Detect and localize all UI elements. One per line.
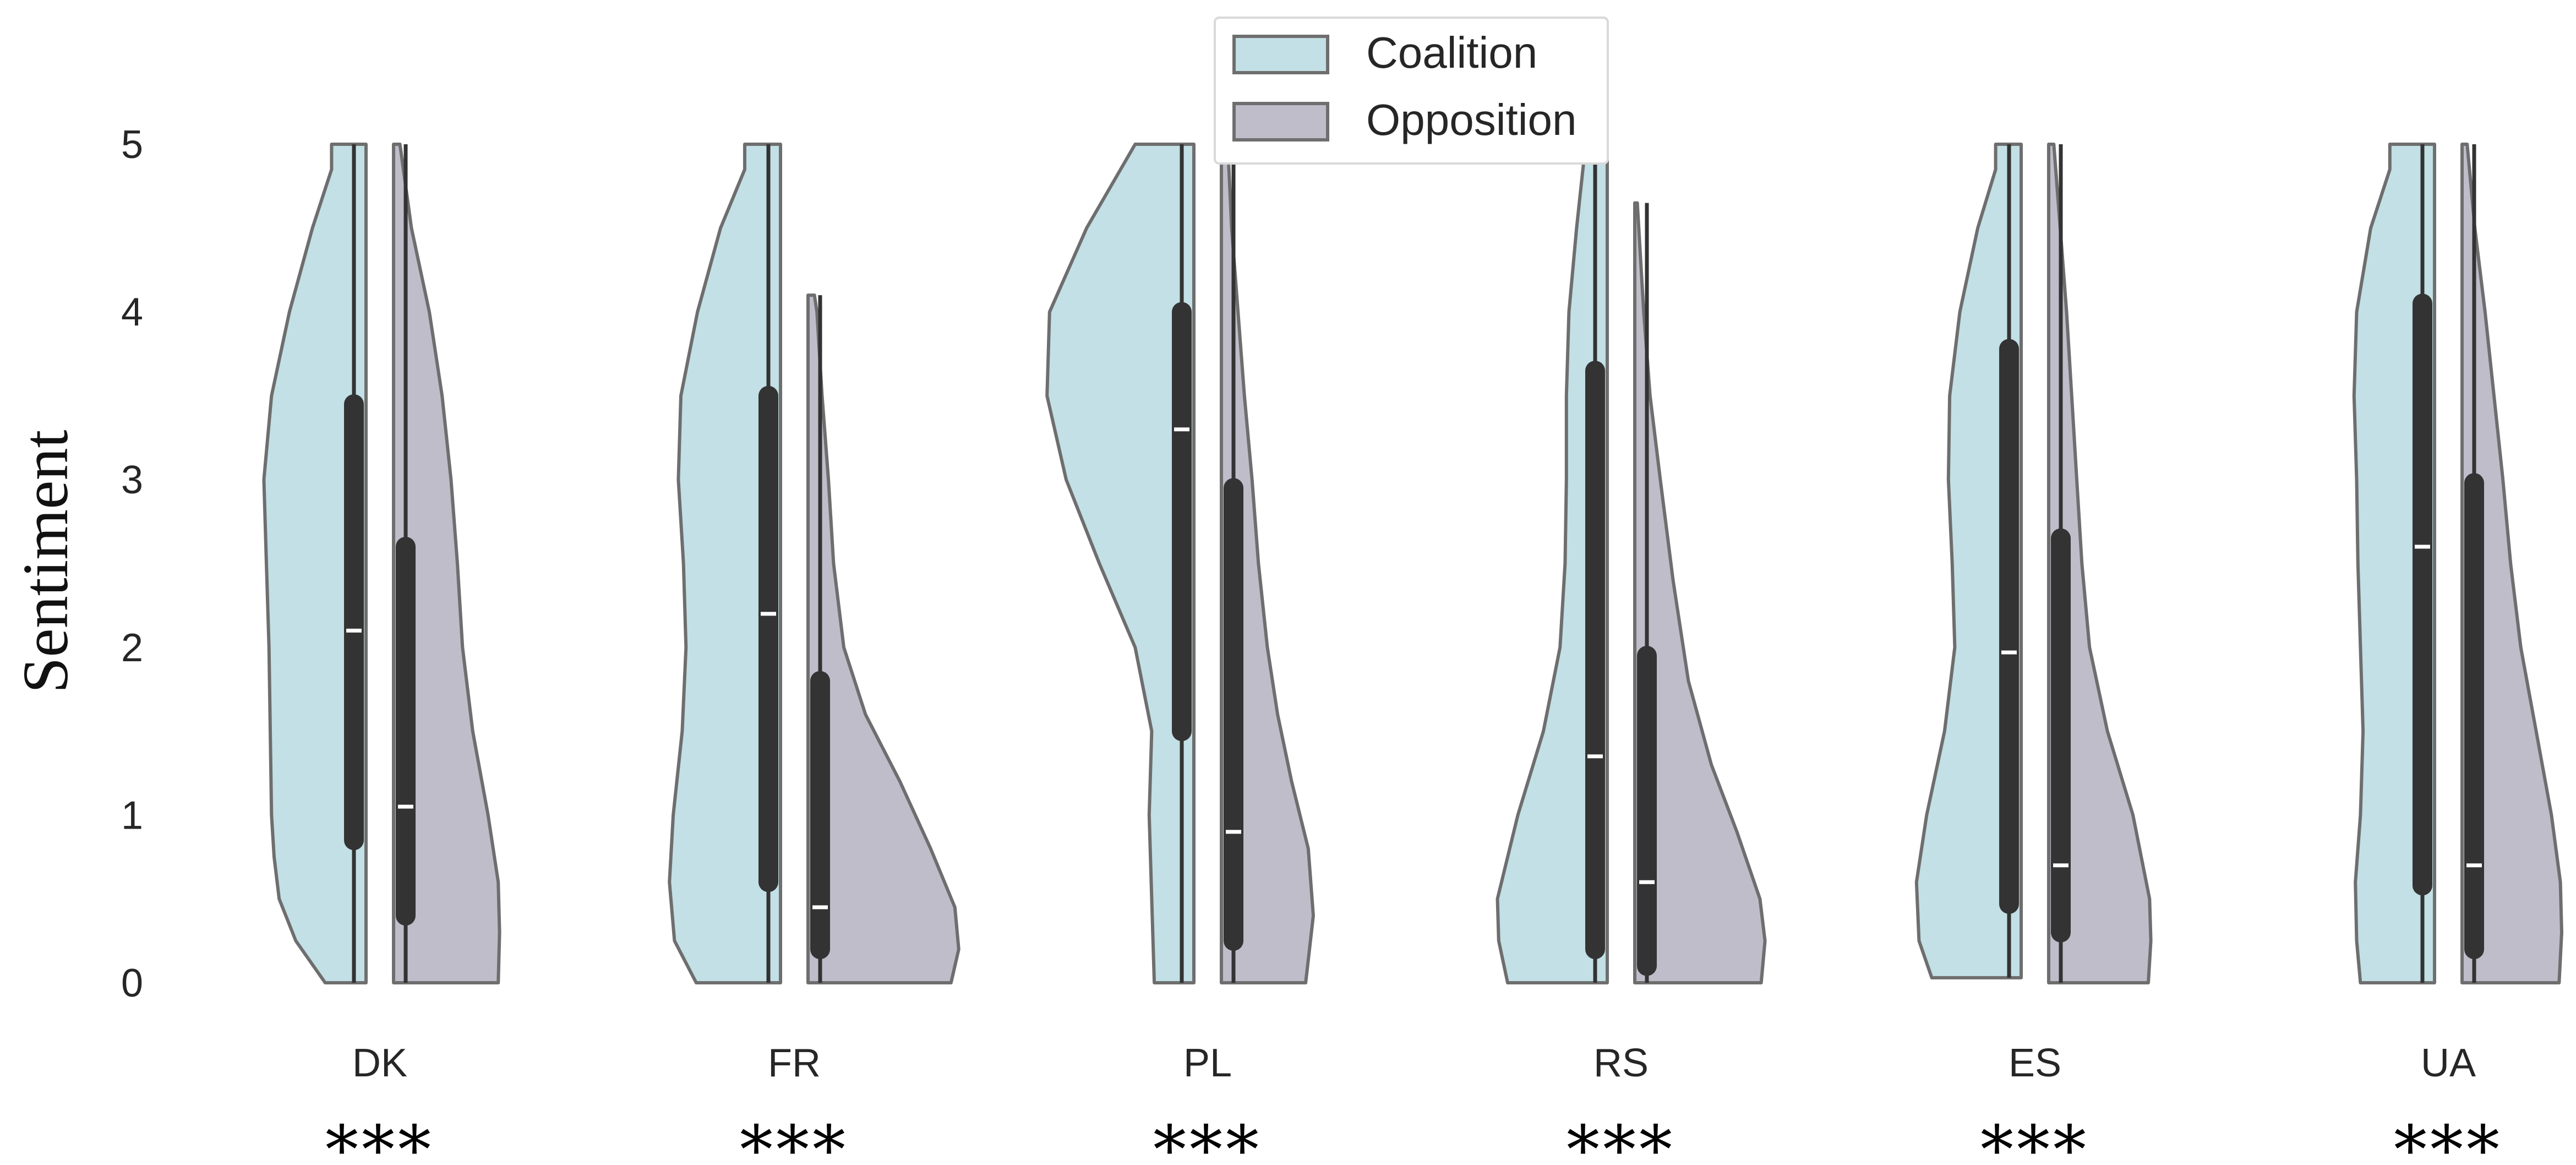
x-tick-label: FR xyxy=(768,1041,821,1085)
y-tick-label: 3 xyxy=(121,458,143,502)
opposition-violin xyxy=(806,293,960,984)
y-axis-ticks: 0 1 2 3 4 5 xyxy=(121,123,143,1005)
violin-group-dk xyxy=(262,143,501,984)
significance-label: *** xyxy=(2394,1112,2503,1165)
coalition-violin xyxy=(1914,143,2023,979)
x-tick-label: ES xyxy=(2009,1041,2061,1085)
x-tick-label: RS xyxy=(1593,1041,1649,1085)
significance-label: *** xyxy=(740,1112,849,1165)
significance-label: *** xyxy=(1567,1112,1676,1165)
y-tick-label: 0 xyxy=(121,961,143,1005)
violin-group-rs xyxy=(1496,143,1767,984)
opposition-violin xyxy=(1220,143,1315,984)
coalition-violin xyxy=(262,143,368,984)
y-tick-label: 2 xyxy=(121,626,143,670)
y-axis-label: Sentiment xyxy=(9,430,81,694)
x-tick-label: PL xyxy=(1183,1041,1232,1085)
violins xyxy=(262,143,2563,984)
opposition-violin xyxy=(2460,143,2563,984)
violin-group-ua xyxy=(2352,143,2563,984)
coalition-violin xyxy=(1496,143,1609,984)
legend-swatch-opposition xyxy=(1232,102,1329,141)
legend-swatch-coalition xyxy=(1232,35,1329,74)
violin-group-es xyxy=(1914,143,2153,984)
coalition-violin xyxy=(668,143,782,984)
opposition-violin xyxy=(2047,143,2153,984)
x-tick-label: UA xyxy=(2421,1041,2476,1085)
y-tick-label: 4 xyxy=(121,291,143,335)
violin-group-pl xyxy=(1045,143,1315,984)
x-tick-label: DK xyxy=(352,1041,407,1085)
significance-markers: *** *** *** *** *** *** xyxy=(325,1112,2503,1165)
coalition-violin xyxy=(1045,143,1196,984)
y-tick-label: 1 xyxy=(121,793,143,837)
legend-label-opposition: Opposition xyxy=(1366,95,1576,144)
opposition-violin xyxy=(1633,201,1767,984)
violin-group-fr xyxy=(668,143,960,984)
x-axis-labels: DK FR PL RS ES UA xyxy=(352,1041,2476,1085)
legend-label-coalition: Coalition xyxy=(1366,28,1537,77)
y-tick-label: 5 xyxy=(121,123,143,167)
significance-label: *** xyxy=(1980,1112,2089,1165)
significance-label: *** xyxy=(1153,1112,1262,1165)
significance-label: *** xyxy=(325,1112,434,1165)
